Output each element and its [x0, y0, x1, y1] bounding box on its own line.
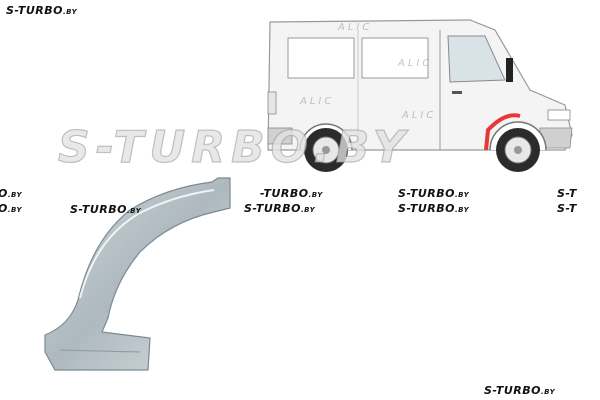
watermark-logo-partial: S-T	[557, 187, 577, 200]
watermark-logo: S-TURBO.BY	[244, 202, 316, 215]
van-watermark: ALIC	[398, 58, 433, 69]
watermark-logo-partial: O.BY	[0, 187, 23, 200]
watermark-logo: S-TURBO.BY	[398, 202, 470, 215]
van-front-wheel	[496, 128, 540, 172]
van-side-window-1	[287, 37, 355, 79]
van-watermark: ALIC	[338, 22, 373, 33]
watermark-large: S-TURBO.BY	[57, 121, 411, 173]
watermark-logo: S-TURBO.BY	[398, 187, 470, 200]
van-headlight	[547, 109, 571, 121]
van-cab-window	[447, 35, 506, 83]
van-rear-wheel	[304, 128, 348, 172]
van-mirror	[506, 58, 513, 82]
highlighted-arch	[484, 113, 521, 151]
watermark-logo-partial: -TURBO.BY	[260, 187, 323, 200]
watermark-logo: S-TURBO.BY	[70, 203, 142, 216]
watermark-logo: S-TURBO.BY	[6, 4, 78, 17]
van-watermark: ALIC	[300, 96, 335, 107]
watermark-logo: S-TURBO.BY	[484, 384, 556, 397]
watermark-logo-partial: O.BY	[0, 202, 23, 215]
van-watermark: ALIC	[402, 110, 437, 121]
van-side-window-2	[361, 37, 429, 79]
watermark-logo-partial: S-T	[557, 202, 577, 215]
